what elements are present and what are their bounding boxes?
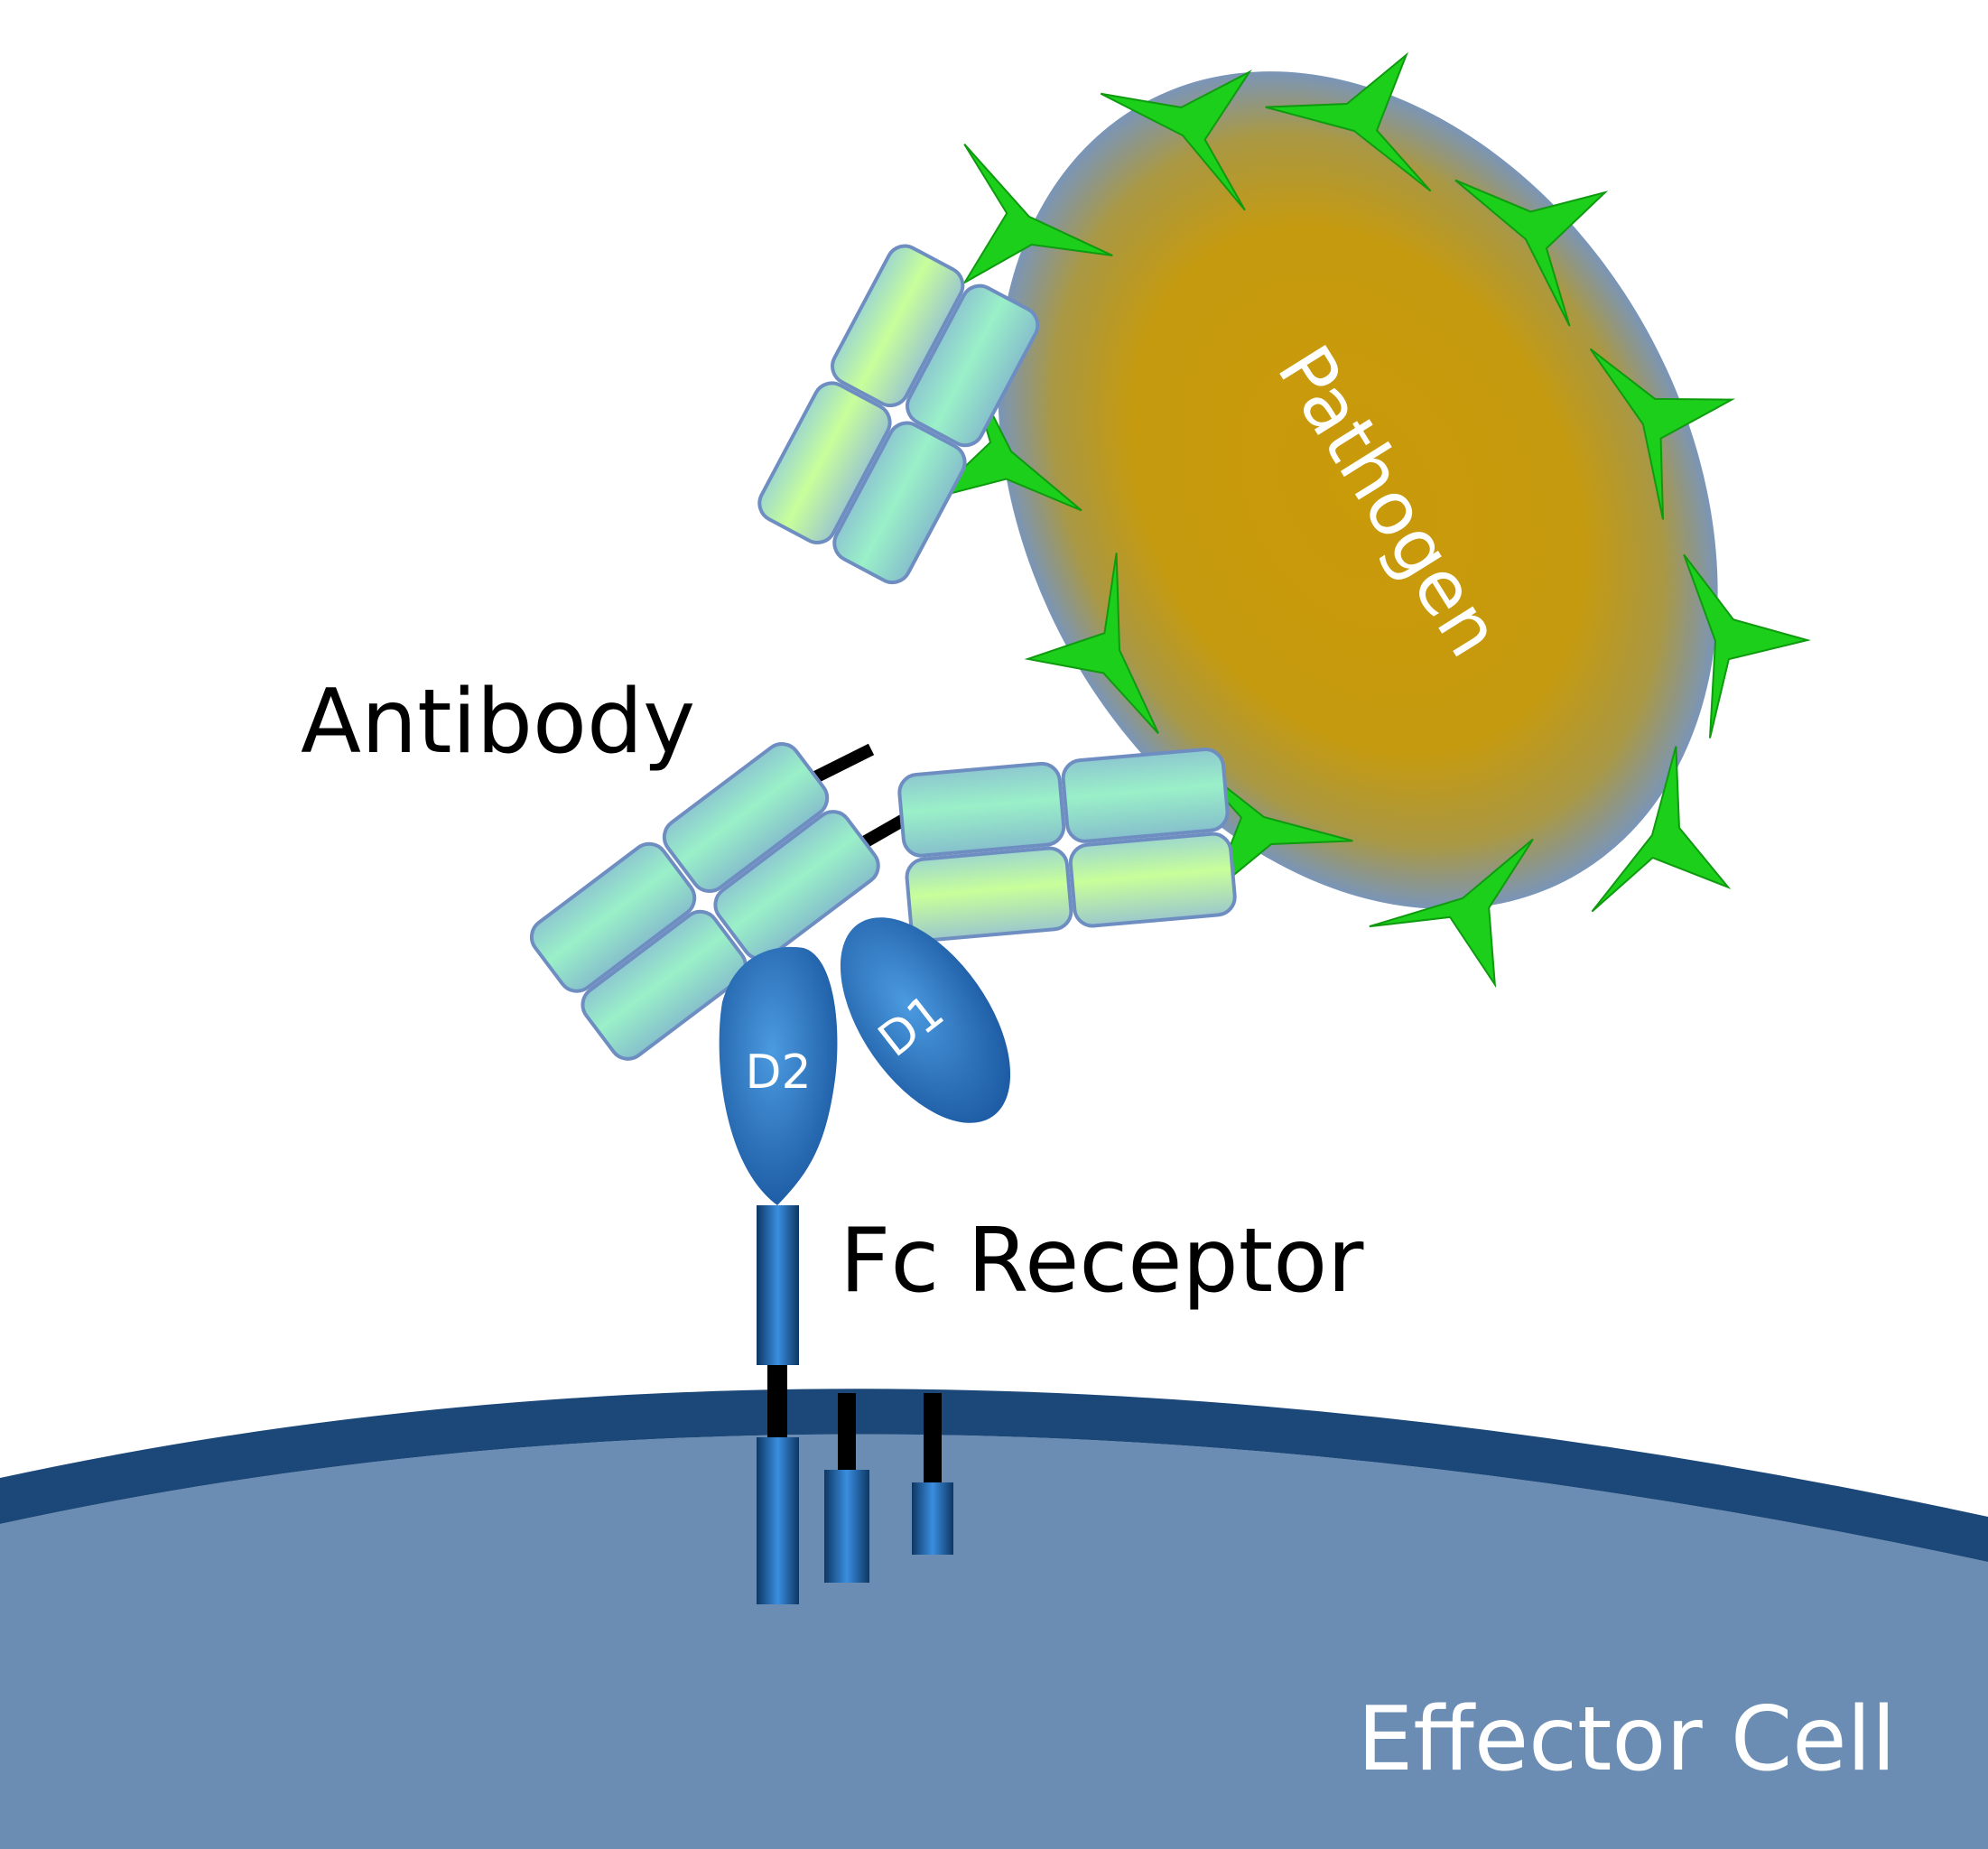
antibody-domain-block xyxy=(662,742,830,894)
hinge-linker xyxy=(804,743,875,787)
receptor-transmembrane xyxy=(767,1365,787,1442)
fab-arm-right xyxy=(897,748,1237,943)
fc-receptor-label: Fc Receptor xyxy=(840,1210,1364,1313)
pathogen-body xyxy=(998,71,1718,909)
cell-membrane xyxy=(0,1389,1988,1562)
cell-body xyxy=(0,1434,1988,1849)
pathogen: Pathogen xyxy=(919,32,1819,988)
antibody-domain-block xyxy=(897,761,1066,858)
antibody-domain-block xyxy=(757,381,892,544)
receptor-d1-domain xyxy=(840,917,1011,1123)
fc-receptor: D2 D1 Fc Receptor xyxy=(719,917,1364,1604)
gamma-chain-linker xyxy=(924,1393,942,1483)
gamma-chain-tail xyxy=(824,1470,869,1583)
gamma-chain-linker xyxy=(838,1393,856,1470)
antibody-domain-block xyxy=(905,846,1073,943)
antibody-domain-block xyxy=(832,421,967,585)
antibody-domain-block xyxy=(1068,832,1237,928)
antibody-label: Antibody xyxy=(301,671,695,774)
antibody-domain-block xyxy=(529,841,697,993)
antibody-domain-block xyxy=(906,283,1040,448)
effector-cell xyxy=(0,1389,1988,1849)
fab-arm-upper xyxy=(757,244,1040,585)
antibody-domain-block xyxy=(581,909,748,1061)
receptor-stem xyxy=(757,1205,799,1365)
fc-region xyxy=(529,742,880,1061)
effector-cell-label: Effector Cell xyxy=(1357,1688,1896,1791)
gamma-chain-tail xyxy=(912,1482,953,1555)
receptor-intracellular-tail xyxy=(757,1437,799,1604)
antibody: Antibody xyxy=(301,244,1237,1061)
d2-label: D2 xyxy=(745,1045,811,1100)
antibody-domain-block xyxy=(713,810,880,962)
receptor-d2-domain xyxy=(719,946,838,1205)
antibody-domain-block xyxy=(831,244,965,408)
antibody-domain-block xyxy=(1061,748,1230,843)
